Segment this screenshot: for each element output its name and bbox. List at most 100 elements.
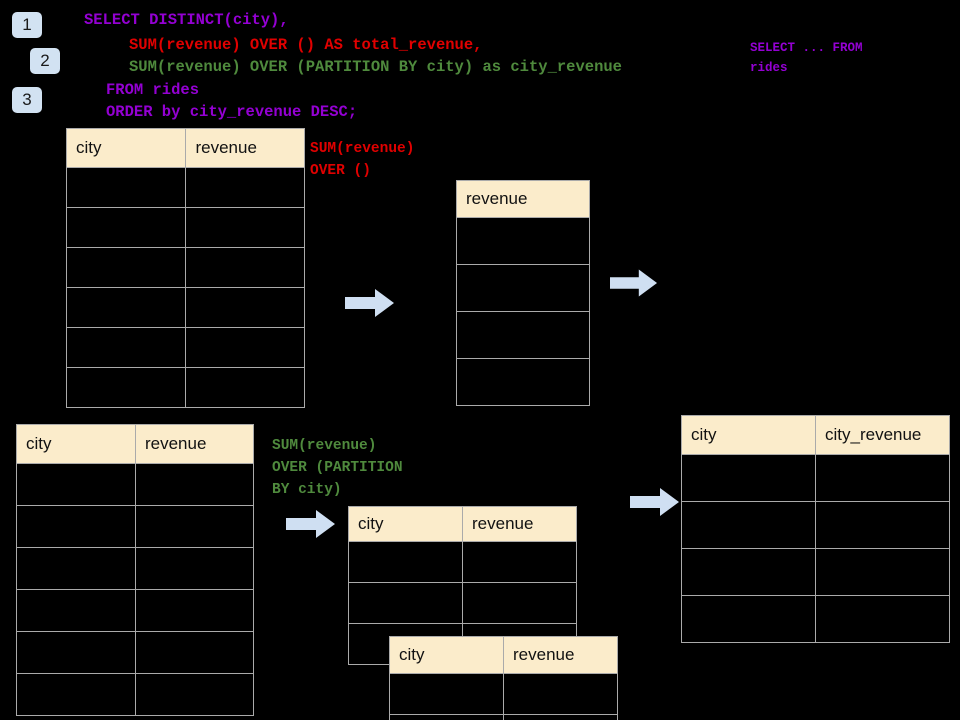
table-row	[16, 589, 255, 632]
column-header: city	[16, 424, 136, 464]
table-cell	[185, 287, 305, 328]
table-header-row: revenue	[456, 180, 590, 218]
side-note-line-2: rides	[750, 61, 788, 75]
annotation-city-revenue-line1: SUM(revenue)	[272, 438, 377, 454]
table-cell	[134, 631, 255, 674]
arrow-partition-to-result	[630, 488, 679, 516]
table-row	[16, 673, 255, 716]
table-row	[348, 541, 577, 583]
annotation-city-revenue-line3: BY city)	[272, 482, 342, 498]
table-cell	[134, 547, 255, 590]
table-cell	[65, 167, 187, 208]
table-row	[16, 505, 255, 548]
side-note-line-1: SELECT ... FROM	[750, 41, 863, 55]
table-cell	[134, 589, 255, 632]
table-cell	[185, 367, 305, 408]
arrow-source-to-partition	[286, 510, 335, 538]
table-row	[65, 327, 305, 368]
column-header: revenue	[462, 506, 577, 542]
column-header: city	[65, 128, 187, 168]
table-cell	[16, 463, 136, 506]
table-cell	[456, 264, 590, 312]
table-row	[456, 264, 590, 312]
table-cell	[65, 207, 187, 248]
table-cell	[185, 247, 305, 288]
table-row	[16, 463, 255, 506]
table-cell	[65, 247, 187, 288]
column-header: revenue	[134, 424, 255, 464]
table-cell	[456, 311, 590, 359]
table-cell	[185, 327, 305, 368]
table-cell	[681, 454, 816, 502]
step-badge-2: 2	[30, 48, 60, 74]
annotation-total-revenue-line1: SUM(revenue)	[310, 141, 415, 157]
table-row	[389, 714, 618, 720]
table-row	[456, 311, 590, 359]
table-cell	[348, 541, 463, 583]
column-header: city	[389, 636, 504, 674]
table-cell	[681, 548, 816, 596]
table-body: revenue	[456, 180, 590, 406]
table-cell	[134, 505, 255, 548]
table-cell	[348, 582, 463, 624]
table-row	[65, 247, 305, 288]
table-row	[456, 217, 590, 265]
table-cell	[815, 501, 950, 549]
sql-line-order-by: ORDER by city_revenue DESC;	[106, 103, 358, 121]
table-row	[65, 287, 305, 328]
table-cell	[134, 673, 255, 716]
step-badge-3: 3	[12, 87, 42, 113]
table-cell	[681, 501, 816, 549]
table-cell	[815, 454, 950, 502]
table-row	[65, 367, 305, 408]
table-cell	[185, 167, 305, 208]
arrow-source-to-total	[345, 289, 394, 317]
table-row	[681, 595, 950, 643]
table-row	[65, 167, 305, 208]
column-header: city	[348, 506, 463, 542]
table-row	[348, 582, 577, 624]
table-row	[16, 631, 255, 674]
step-badge-1: 1	[12, 12, 42, 38]
sql-line-select: SELECT DISTINCT(city),	[84, 11, 289, 29]
table-cell	[456, 358, 590, 406]
table-cell	[815, 595, 950, 643]
column-header: revenue	[503, 636, 618, 674]
table-cell	[815, 548, 950, 596]
table-row	[681, 501, 950, 549]
table-row	[681, 548, 950, 596]
sql-line-from: FROM rides	[106, 81, 200, 99]
annotation-city-revenue-line2: OVER (PARTITION	[272, 460, 403, 476]
table-cell	[503, 673, 618, 715]
total-revenue-table: revenue	[456, 180, 590, 406]
table-row	[456, 358, 590, 406]
table-cell	[16, 673, 136, 716]
table-cell	[65, 367, 187, 408]
table-cell	[16, 547, 136, 590]
sql-line-total-revenue: SUM(revenue) OVER () AS total_revenue,	[129, 36, 483, 54]
annotation-total-revenue-line2: OVER ()	[310, 163, 371, 179]
table-cell	[462, 582, 577, 624]
table-cell	[65, 287, 187, 328]
column-header: revenue	[456, 180, 590, 218]
table-cell	[389, 714, 504, 720]
table-cell	[65, 327, 187, 368]
table-row	[389, 673, 618, 715]
arrow-total-to-result	[610, 269, 658, 297]
table-cell	[16, 589, 136, 632]
table-cell	[681, 595, 816, 643]
table-row	[65, 207, 305, 248]
column-header: city	[681, 415, 816, 455]
table-cell	[185, 207, 305, 248]
table-row	[16, 547, 255, 590]
